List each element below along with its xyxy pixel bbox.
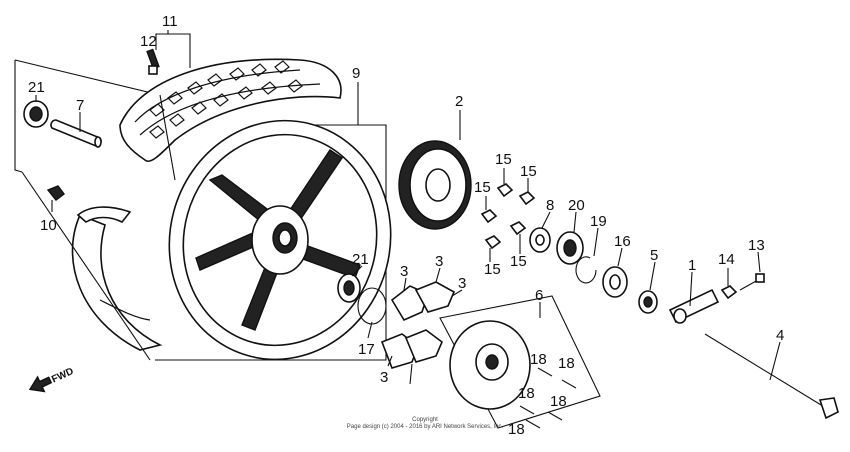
callout-12: 12 <box>140 33 157 50</box>
callout-3: 3 <box>435 253 443 270</box>
callout-15: 15 <box>520 163 537 180</box>
callout-3: 3 <box>458 275 466 292</box>
cast-wheel[interactable] <box>143 96 418 385</box>
callout-18: 18 <box>518 385 535 402</box>
side-collar[interactable] <box>638 290 658 314</box>
bearing-left[interactable] <box>23 100 49 128</box>
callout-21: 21 <box>352 251 369 268</box>
spacer-pipe[interactable] <box>50 119 102 148</box>
left-panel-frame <box>14 59 161 173</box>
callout-4: 4 <box>776 327 784 344</box>
callout-20: 20 <box>568 197 585 214</box>
callout-15: 15 <box>484 261 501 278</box>
callout-13: 13 <box>748 237 765 254</box>
callout-18: 18 <box>558 355 575 372</box>
driven-sprocket[interactable] <box>398 140 472 230</box>
valve-stem[interactable] <box>146 48 160 75</box>
inner-tube[interactable] <box>71 206 163 351</box>
callout-21: 21 <box>28 79 45 96</box>
damper-rubbers[interactable] <box>380 281 456 369</box>
callout-2: 2 <box>455 93 463 110</box>
bearing-hub[interactable] <box>337 273 361 303</box>
callout-5: 5 <box>650 247 658 264</box>
callout-10: 10 <box>40 217 57 234</box>
rear-axle[interactable] <box>704 333 839 420</box>
callout-7: 7 <box>76 97 84 114</box>
callout-1: 1 <box>688 257 696 274</box>
bearing-right[interactable] <box>556 231 584 265</box>
nut-group <box>480 183 536 250</box>
forward-arrow: FWD <box>28 366 75 393</box>
copyright-line2: Page design (c) 2004 - 2016 by ARI Netwo… <box>347 424 504 430</box>
nut[interactable] <box>509 221 527 236</box>
callout-18: 18 <box>530 351 547 368</box>
callout-17: 17 <box>358 341 375 358</box>
callout-16: 16 <box>614 233 631 250</box>
adjuster-nut[interactable] <box>720 285 738 300</box>
leader-lines <box>35 30 781 385</box>
nut[interactable] <box>480 209 498 224</box>
nut[interactable] <box>518 191 536 206</box>
callout-3: 3 <box>400 263 408 280</box>
callout-6: 6 <box>535 287 543 304</box>
callout-11: 11 <box>162 13 178 30</box>
circlip[interactable] <box>575 256 597 284</box>
callout-15: 15 <box>474 179 491 196</box>
callout-15: 15 <box>495 151 512 168</box>
oil-seal[interactable] <box>602 266 628 298</box>
callout-3: 3 <box>380 369 388 386</box>
callout-19: 19 <box>590 213 607 230</box>
clip[interactable] <box>46 185 65 201</box>
copyright-line1: Copyright <box>412 417 438 423</box>
tire[interactable] <box>119 58 342 162</box>
callout-15: 15 <box>510 253 527 270</box>
adjuster-bolt[interactable] <box>739 273 765 291</box>
nut[interactable] <box>496 183 514 198</box>
callout-18: 18 <box>550 393 567 410</box>
tire-tread-pattern <box>149 60 303 139</box>
fwd-label: FWD <box>50 366 75 386</box>
callout-8: 8 <box>546 197 554 214</box>
callout-9: 9 <box>352 65 360 82</box>
callout-18: 18 <box>508 421 525 438</box>
studs[interactable] <box>519 367 577 429</box>
callout-14: 14 <box>718 251 735 268</box>
chain-adjuster[interactable] <box>668 288 720 324</box>
collar[interactable] <box>529 227 551 253</box>
driven-flange[interactable] <box>449 320 531 410</box>
nut[interactable] <box>484 235 502 250</box>
